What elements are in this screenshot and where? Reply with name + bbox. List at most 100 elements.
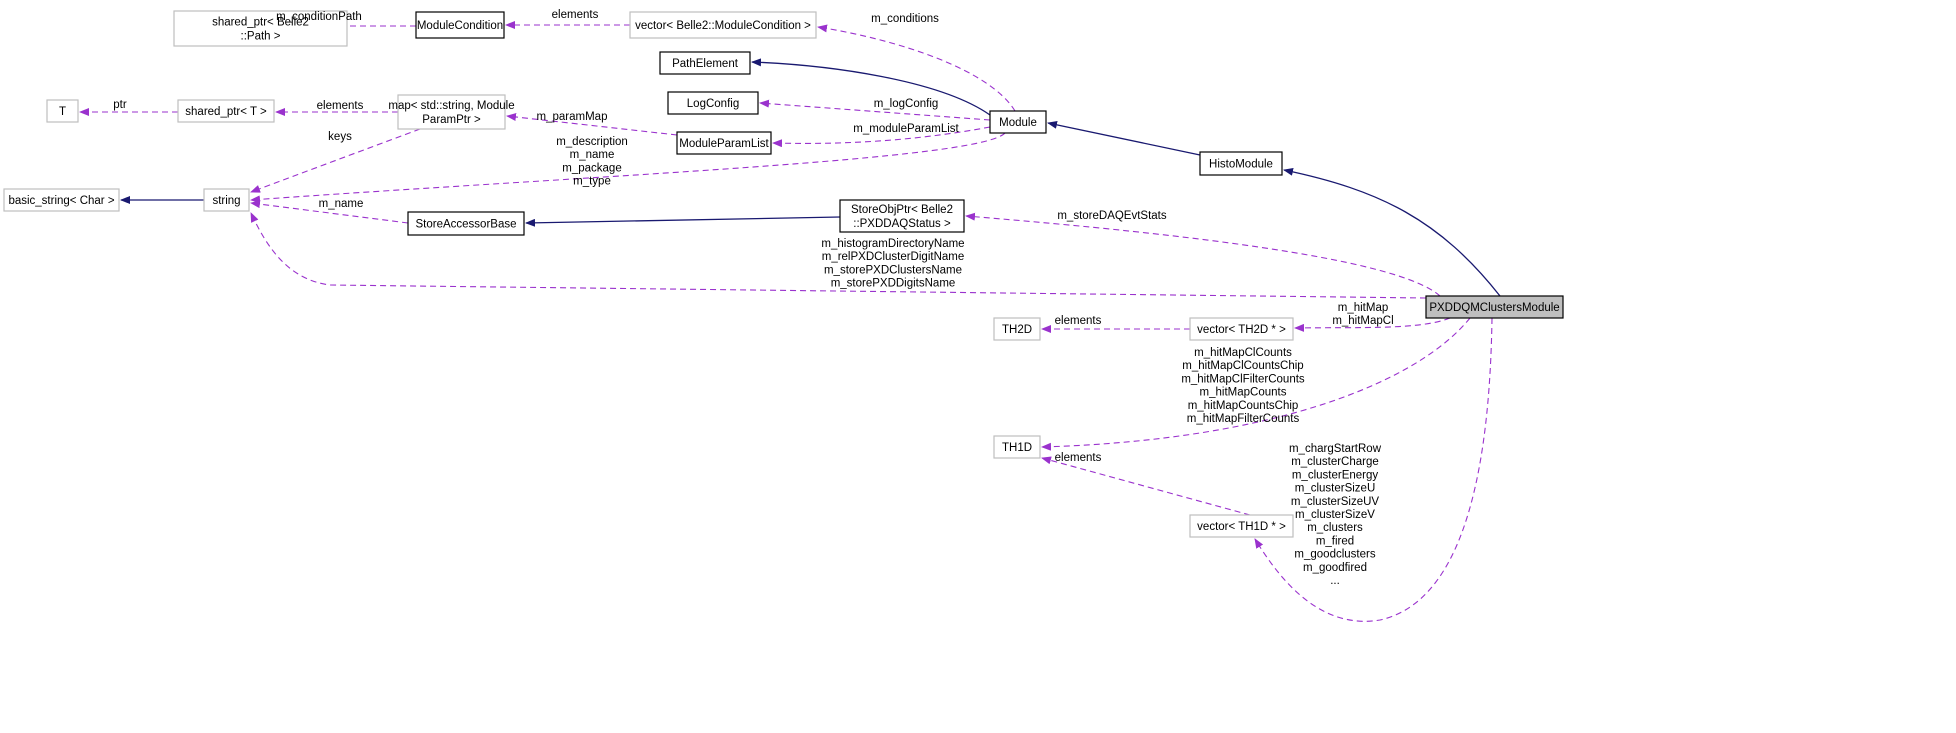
edge-label-line: m_clusterCharge: [1291, 456, 1379, 468]
edge-pxd-histo: [1283, 167, 1501, 297]
node-label: map< std::string, Module: [388, 100, 514, 112]
edge-label-param-map: m_paramMap: [537, 111, 608, 123]
node-label: vector< TH1D * >: [1197, 521, 1286, 533]
node-label: PathElement: [672, 58, 739, 70]
edge-label-line: m_hitMapCountsChip: [1188, 400, 1299, 412]
edge-label-sp-elements: elements: [317, 100, 364, 112]
node-box: [203, 188, 250, 212]
node-box: [1425, 295, 1564, 319]
edge-label-line: elements: [317, 100, 364, 112]
edge-label-cluster-strings: m_histogramDirectoryNamem_relPXDClusterD…: [821, 238, 964, 290]
edge-label-line: m_goodclusters: [1294, 549, 1375, 561]
edge-label-conditions: m_conditions: [871, 13, 939, 25]
class-node-histo-module[interactable]: HistoModule: [1199, 151, 1283, 176]
edge-label-line: m_moduleParamList: [853, 123, 959, 135]
edge-label-line: m_logConfig: [874, 98, 939, 110]
node-label: StoreObjPtr< Belle2: [851, 204, 953, 216]
class-node-shared-ptr-t[interactable]: shared_ptr< T >: [177, 99, 275, 123]
node-box: [993, 435, 1041, 459]
node-label: vector< Belle2::ModuleCondition >: [635, 20, 811, 32]
node-box: [989, 110, 1047, 134]
class-node-module-param-list[interactable]: ModuleParamList: [676, 131, 772, 155]
node-box: [659, 51, 751, 75]
edge-path-element: [751, 58, 991, 116]
edge-label-th1d-vec-members: m_chargStartRowm_clusterChargem_clusterE…: [1289, 443, 1382, 587]
edge-label-line: m_fired: [1316, 535, 1354, 547]
edge-cluster-strings: [250, 212, 1427, 299]
class-node-shared-ptr-path[interactable]: shared_ptr< Belle2::Path >: [173, 10, 348, 47]
node-box: [839, 199, 965, 233]
node-box: [46, 99, 79, 123]
edge-label-accessor-name: m_name: [319, 198, 364, 210]
node-box: [1189, 317, 1294, 341]
edge-label-line: m_clusters: [1307, 522, 1363, 534]
node-label: StoreAccessorBase: [416, 219, 517, 231]
edge-label-line: m_package: [562, 162, 621, 174]
class-node-th2d[interactable]: TH2D: [993, 317, 1041, 341]
node-box: [177, 99, 275, 123]
node-box: [415, 11, 505, 39]
edge-label-line: m_name: [319, 198, 364, 210]
edge-label-line: keys: [328, 131, 352, 143]
class-node-module[interactable]: Module: [989, 110, 1047, 134]
edge-label-module-param-list: m_moduleParamList: [853, 123, 959, 135]
node-label: HistoModule: [1209, 159, 1273, 171]
edge-label-line: m_conditions: [871, 13, 939, 25]
node-box: [667, 91, 759, 115]
class-node-path-element[interactable]: PathElement: [659, 51, 751, 75]
class-node-vector-th2d[interactable]: vector< TH2D * >: [1189, 317, 1294, 341]
edge-daq-evt-stats: [965, 212, 1441, 297]
node-label: shared_ptr< Belle2: [212, 17, 309, 29]
node-label: TH1D: [1002, 442, 1032, 454]
edge-label-line: m_clusterSizeU: [1295, 483, 1376, 495]
edge-label-th1d-members: m_hitMapClCountsm_hitMapClCountsChipm_hi…: [1181, 347, 1305, 425]
edge-label-line: m_clusterEnergy: [1292, 469, 1379, 481]
node-box: [1189, 514, 1294, 538]
edge-label-line: m_paramMap: [537, 111, 608, 123]
node-label: vector< TH2D * >: [1197, 324, 1286, 336]
class-node-pxd-dqm-clusters-module[interactable]: PXDDQMClustersModule: [1425, 295, 1564, 319]
edge-label-line: m_name: [570, 149, 615, 161]
edge-th1d-elements: [1041, 456, 1251, 516]
class-node-module-condition[interactable]: ModuleCondition: [415, 11, 505, 39]
class-node-t[interactable]: T: [46, 99, 79, 123]
edge-label-line: m_clusterSizeV: [1295, 509, 1375, 521]
edge-label-line: m_conditionPath: [276, 11, 362, 23]
node-label: TH2D: [1002, 324, 1032, 336]
edge-label-line: m_hitMapCl: [1332, 315, 1393, 327]
edge-label-line: elements: [1055, 315, 1102, 327]
edge-label-line: m_hitMapClCountsChip: [1182, 360, 1303, 372]
node-box: [3, 188, 120, 212]
node-box: [993, 317, 1041, 341]
edge-label-condition-path: m_conditionPath: [276, 11, 362, 23]
class-node-store-accessor-base[interactable]: StoreAccessorBase: [407, 211, 525, 236]
edge-label-line: m_storePXDClustersName: [824, 264, 962, 276]
edge-conditions: [817, 24, 1016, 112]
edge-th1d-vec: [1254, 317, 1493, 622]
edge-label-line: m_hitMapCounts: [1200, 387, 1287, 399]
class-node-basic-string[interactable]: basic_string< Char >: [3, 188, 120, 212]
class-node-string[interactable]: string: [203, 188, 250, 212]
node-label: string: [212, 195, 240, 207]
class-node-th1d[interactable]: TH1D: [993, 435, 1041, 459]
node-label: basic_string< Char >: [8, 195, 114, 207]
class-node-store-obj-ptr[interactable]: StoreObjPtr< Belle2::PXDDAQStatus >: [839, 199, 965, 233]
edge-label-line: m_type: [573, 176, 611, 188]
edge-param-map: [506, 113, 678, 136]
class-node-vector-module-condition[interactable]: vector< Belle2::ModuleCondition >: [629, 11, 817, 39]
node-label: LogConfig: [687, 98, 739, 110]
edge-label-line: ptr: [113, 99, 127, 111]
node-box: [397, 94, 506, 130]
edge-th1d-members: [1041, 317, 1471, 451]
class-node-log-config[interactable]: LogConfig: [667, 91, 759, 115]
edge-label-line: m_hitMap: [1338, 302, 1389, 314]
edge-label-keys: keys: [328, 131, 352, 143]
node-box: [1199, 151, 1283, 176]
class-node-vector-th1d[interactable]: vector< TH1D * >: [1189, 514, 1294, 538]
edge-label-line: m_relPXDClusterDigitName: [822, 251, 965, 263]
edge-histo-module: [1047, 120, 1201, 156]
